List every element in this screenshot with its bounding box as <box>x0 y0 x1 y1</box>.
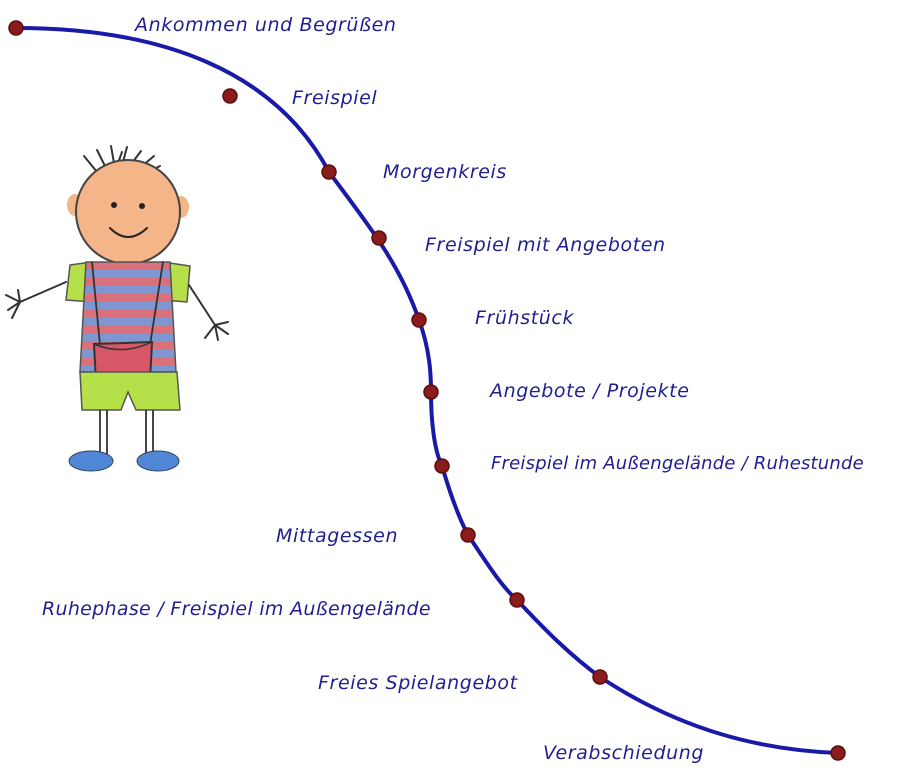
timeline-dot <box>411 312 427 328</box>
child-drawing-icon <box>5 145 229 472</box>
step-label-freispiel: Freispiel <box>292 87 378 109</box>
step-label-angebote-projekte: Angebote / Projekte <box>490 380 690 402</box>
eye-right-icon <box>139 203 145 209</box>
step-label-ankommen: Ankommen und Begrüßen <box>135 14 397 36</box>
shoe-right-icon <box>136 450 180 472</box>
shirt-stripe <box>80 294 176 302</box>
arm-right-icon <box>188 284 229 341</box>
arm-left-icon <box>5 281 67 319</box>
timeline-dot <box>321 164 337 180</box>
step-label-freies-spielangebot: Freies Spielangebot <box>318 672 518 694</box>
step-label-morgenkreis: Morgenkreis <box>383 161 507 183</box>
timeline-dot <box>592 669 608 685</box>
timeline-dot <box>8 20 24 36</box>
shirt-stripe <box>80 278 176 286</box>
step-label-fruehstueck: Frühstück <box>475 307 575 329</box>
shirt-stripe <box>80 286 176 294</box>
shorts-icon <box>79 371 181 411</box>
step-label-verabschiedung: Verabschiedung <box>543 742 705 764</box>
shirt-stripe <box>80 334 176 342</box>
step-label-ruhephase: Ruhephase / Freispiel im Außengelände <box>42 598 431 620</box>
shirt-stripe <box>80 318 176 326</box>
timeline-dot <box>830 745 846 761</box>
shirt-stripe <box>80 326 176 334</box>
shirt-stripe <box>80 310 176 318</box>
shirt-stripe <box>80 270 176 278</box>
face-icon <box>75 159 181 265</box>
shirt-stripe <box>80 262 176 270</box>
timeline-dot <box>423 384 439 400</box>
smile-icon <box>109 227 148 238</box>
step-label-freispiel-angebote: Freispiel mit Angeboten <box>425 234 666 256</box>
legs-icon <box>99 410 154 455</box>
timeline-dot <box>434 458 450 474</box>
timeline-dot <box>222 88 238 104</box>
bag-strap-icon <box>91 261 164 346</box>
shoe-left-icon <box>68 450 114 472</box>
timeline-dot <box>509 592 525 608</box>
timeline-dots <box>8 20 846 761</box>
shirt-stripe <box>80 302 176 310</box>
eye-left-icon <box>111 202 117 208</box>
step-label-mittagessen: Mittagessen <box>276 525 399 547</box>
timeline-dot <box>460 527 476 543</box>
timeline-dot <box>371 230 387 246</box>
step-label-freispiel-aussengelaende: Freispiel im Außengelände / Ruhestunde <box>491 453 864 474</box>
